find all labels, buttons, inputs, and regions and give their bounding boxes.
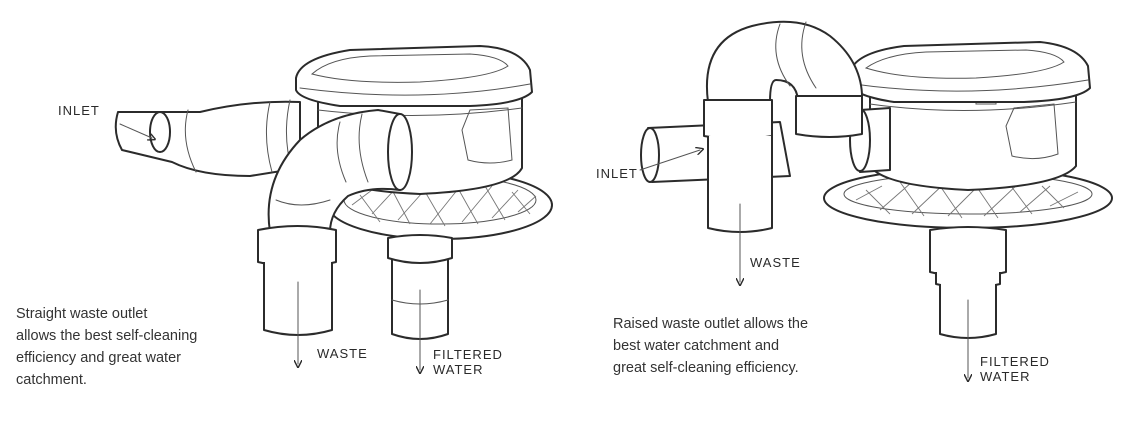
right-caption-line: Raised waste outlet allows the <box>613 316 809 332</box>
right-caption: Raised waste outlet allows the best wate… <box>613 313 808 379</box>
left-caption-line: allows the best self-cleaning <box>16 328 198 344</box>
right-caption-line: best water catchment and <box>613 338 780 354</box>
left-caption-line: Straight waste outlet <box>16 306 148 322</box>
left-caption-line: catchment. <box>16 372 87 388</box>
right-filter-body <box>869 85 1077 191</box>
right-waste-label: WASTE <box>750 255 801 270</box>
left-waste-label: WASTE <box>317 346 368 361</box>
left-inlet-arrow <box>119 123 152 138</box>
right-inlet-label: INLET <box>596 166 638 181</box>
left-waste-outlet-pipe <box>257 225 337 336</box>
right-filtered-water-label: FILTERED WATER <box>980 354 1050 384</box>
left-filtered-water-label: FILTERED WATER <box>433 347 503 377</box>
left-filtered-label-line1: FILTERED <box>433 347 503 362</box>
left-waste-elbow-pipe <box>267 109 413 233</box>
right-raised-u-bend-pipe <box>703 20 863 140</box>
left-filter-illustration <box>114 45 553 370</box>
left-caption: Straight waste outlet allows the best se… <box>16 303 197 391</box>
right-filter-illustration <box>639 20 1113 378</box>
left-filter-lid <box>295 45 533 107</box>
left-filtered-label-line2: WATER <box>433 362 484 377</box>
right-filtered-label-line1: FILTERED <box>980 354 1050 369</box>
right-filtered-label-line2: WATER <box>980 369 1031 384</box>
left-caption-line: efficiency and great water <box>16 350 181 366</box>
left-inlet-pipe <box>114 99 301 177</box>
right-inlet-arrow <box>639 150 700 171</box>
right-caption-line: great self-cleaning efficiency. <box>613 360 799 376</box>
right-filter-lid <box>849 41 1091 103</box>
left-inlet-label: INLET <box>58 103 100 118</box>
